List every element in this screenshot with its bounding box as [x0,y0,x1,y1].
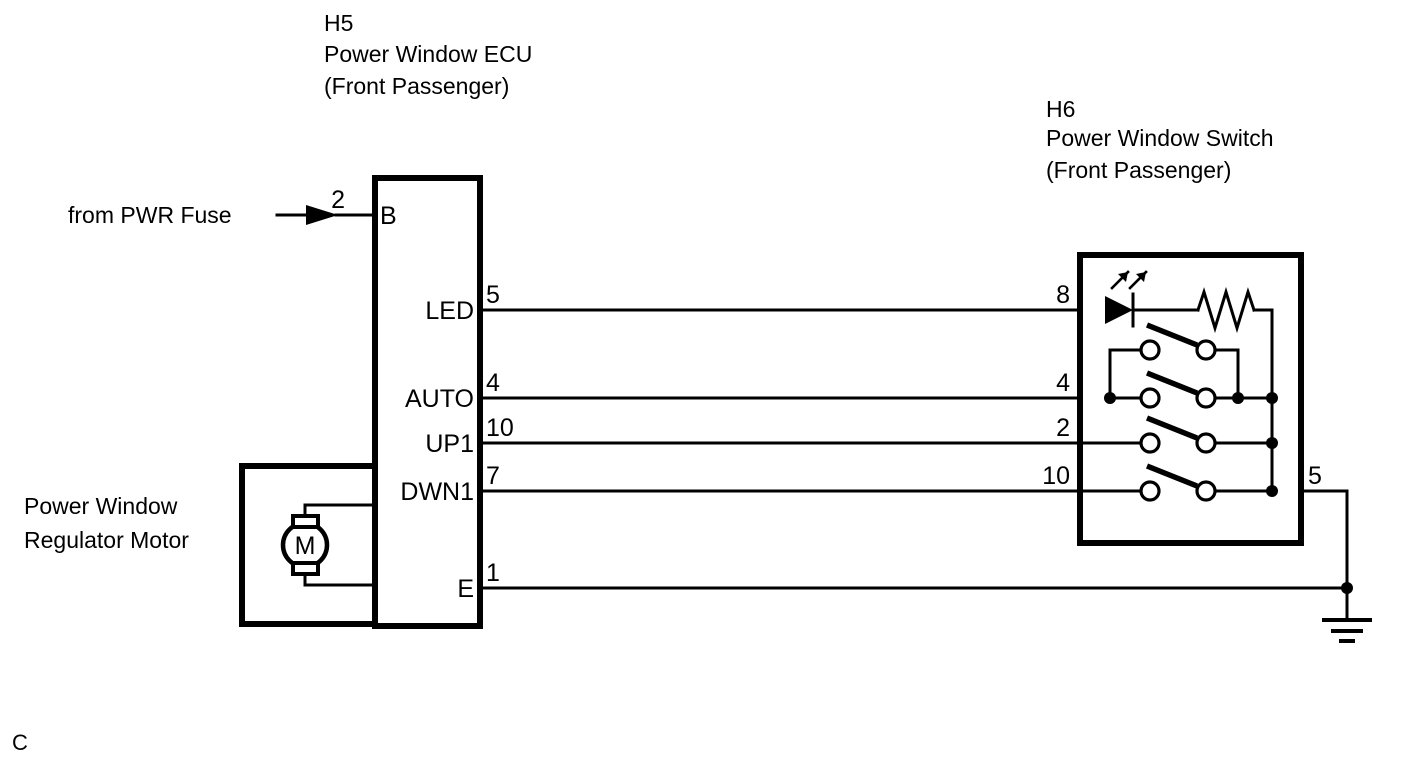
switch-qualifier-label: (Front Passenger) [1046,157,1231,183]
ecu-name-label: Power Window ECU [324,41,532,67]
switch-pin-2-number: 2 [1056,414,1070,442]
auto-contact[interactable] [1139,370,1217,409]
motor-label-line1: Power Window [24,493,178,519]
junction-dot [1232,392,1244,404]
switch-pin-10-number: 10 [1042,462,1070,490]
ecu-terminal-auto-label: AUTO [405,385,474,413]
switch-ref-label: H6 [1046,96,1075,122]
wire-pwr-fuse-to-b [275,205,377,225]
ecu-label-block: H5 Power Window ECU (Front Passenger) [324,10,532,99]
ecu-ref-label: H5 [324,10,353,36]
ecu-pin-1-number: 1 [486,559,500,587]
ecu-pin-10-number: 10 [486,414,514,442]
switch-label-block: H6 Power Window Switch (Front Passenger) [1046,96,1274,183]
junction-dot [1266,392,1278,404]
up-contact[interactable] [1139,415,1217,454]
motor-label-block: Power Window Regulator Motor [24,493,189,553]
ecu-pin-5-number: 5 [486,281,500,309]
ecu-terminal-dwn1-label: DWN1 [400,478,474,506]
switch-pin-4-number: 4 [1056,369,1070,397]
junction-dot [1104,392,1116,404]
ecu-terminal-led-label: LED [425,297,474,325]
ecu-terminal-b-label: B [380,202,397,230]
junction-dot [1266,437,1278,449]
switch-pin-5-number: 5 [1308,462,1322,490]
motor-label-line2: Regulator Motor [24,527,189,553]
pwr-fuse-source-label: from PWR Fuse [68,202,232,228]
ecu-pin-4-number: 4 [486,369,500,397]
led-series-resistor-icon [1196,286,1256,334]
power-window-motor-assembly: M [239,463,390,627]
switch-name-label: Power Window Switch [1046,125,1274,151]
ecu-pin-7-number: 7 [486,462,500,490]
earth-ground-icon [1322,582,1372,643]
motor-symbol-label: M [295,532,316,560]
indicator-led-icon [1105,270,1148,328]
ecu-terminal-e-label: E [457,575,474,603]
down-contact[interactable] [1139,463,1217,502]
ecu-qualifier-label: (Front Passenger) [324,73,509,99]
switch-pin-8-number: 8 [1056,281,1070,309]
junction-dot [1266,485,1278,497]
power-window-ecu-box [372,175,483,629]
auto-upper-contact[interactable] [1139,322,1217,361]
ecu-pin-2-number: 2 [331,186,345,214]
page-corner-marker: C [12,730,28,755]
ecu-terminal-up1-label: UP1 [425,430,474,458]
switch-internal-circuit [1078,270,1278,502]
